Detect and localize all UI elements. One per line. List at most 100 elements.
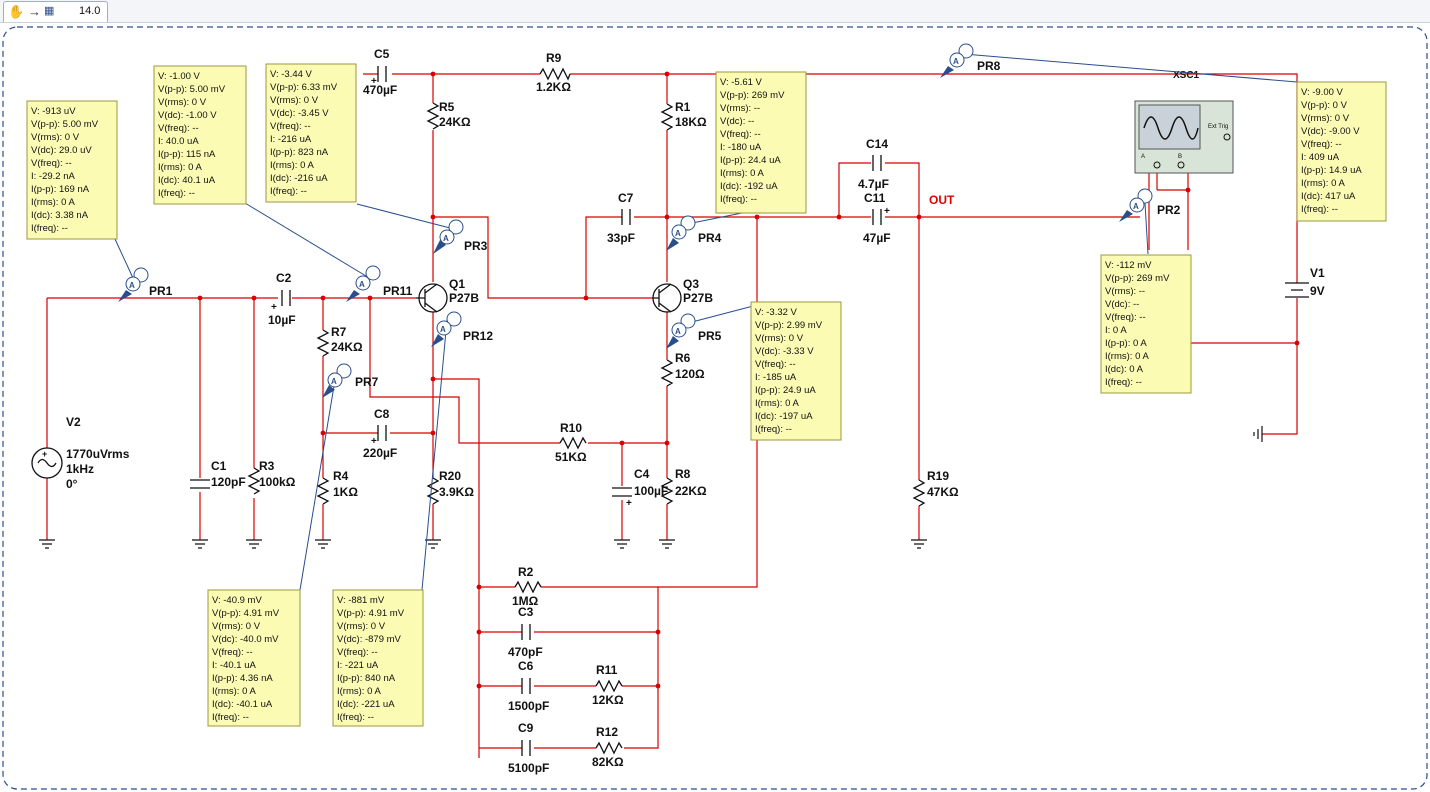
svg-text:I(p-p): 24.4 uA: I(p-p): 24.4 uA (720, 155, 781, 166)
svg-text:V: -9.00 V: V: -9.00 V (1301, 87, 1344, 98)
ground-symbols (39, 426, 1263, 549)
svg-text:I(dc): -216 uA: I(dc): -216 uA (270, 173, 328, 184)
svg-text:A: A (129, 281, 135, 290)
v2-ref: V2 (66, 415, 81, 429)
c5-value: 470µF (363, 83, 397, 97)
svg-text:V: -881 mV: V: -881 mV (337, 595, 385, 606)
probe-icon-pr12: A (431, 311, 462, 347)
probe-readout-pr2: V: -112 mV V(p-p): 269 mV V(rms): -- V(d… (1100, 254, 1192, 394)
c11-value: 47µF (863, 231, 891, 245)
resistor-r6 (660, 359, 674, 387)
q1-ref: Q1 (449, 277, 465, 291)
svg-text:I(rms): 0 A: I(rms): 0 A (337, 686, 381, 697)
svg-text:I(p-p): 840 nA: I(p-p): 840 nA (337, 673, 396, 684)
capacitor-c6 (521, 678, 531, 694)
oscilloscope-xsc1[interactable] (1134, 100, 1234, 174)
capacitor-c7 (621, 209, 631, 225)
svg-text:I(freq): --: I(freq): -- (158, 188, 195, 199)
capacitor-c8 (377, 425, 387, 441)
scope-channel-b-label: B (1178, 154, 1182, 160)
probe-icon-pr3: A (433, 219, 464, 254)
svg-text:I: 0 A: I: 0 A (1105, 325, 1127, 336)
svg-text:V: -913 uV: V: -913 uV (31, 106, 76, 117)
c1-value: 120pF (211, 475, 246, 489)
probe-icon-pr1: A (118, 267, 149, 302)
svg-text:V(freq): --: V(freq): -- (270, 121, 311, 132)
svg-text:V(dc): --: V(dc): -- (720, 116, 754, 127)
svg-text:+: + (884, 206, 890, 217)
svg-text:V(dc): -1.00 V: V(dc): -1.00 V (158, 110, 217, 121)
r9-value: 1.2KΩ (536, 80, 571, 94)
svg-text:V(rms): 0 V: V(rms): 0 V (755, 333, 804, 344)
probe-readout-pr7: V: -40.9 mV V(p-p): 4.91 mV V(rms): 0 V … (207, 589, 301, 727)
svg-text:I(rms): 0 A: I(rms): 0 A (1105, 351, 1149, 362)
svg-text:V(p-p): 269 mV: V(p-p): 269 mV (1105, 273, 1170, 284)
schematic-tab[interactable]: ✋ → ▦ 14.0 (3, 1, 108, 22)
probe-icon-pr5: A (666, 313, 696, 349)
probe-label-pr8: PR8 (977, 59, 1001, 73)
r12-ref: R12 (596, 725, 618, 739)
svg-text:A: A (675, 327, 681, 336)
svg-text:I(dc): -192 uA: I(dc): -192 uA (720, 181, 778, 192)
capacitor-c14 (872, 155, 882, 171)
svg-text:I(freq): --: I(freq): -- (755, 424, 792, 435)
c7-ref: C7 (618, 191, 634, 205)
c9-ref: C9 (518, 721, 534, 735)
q3-ref: Q3 (683, 277, 699, 291)
r20-value: 3.9KΩ (439, 485, 474, 499)
svg-text:V(rms): 0 V: V(rms): 0 V (270, 95, 319, 106)
r4-ref: R4 (333, 469, 349, 483)
svg-text:+: + (271, 302, 277, 313)
r7-ref: R7 (331, 325, 347, 339)
svg-text:I: -216 uA: I: -216 uA (270, 134, 312, 145)
probe-readout-pr8: V: -9.00 V V(p-p): 0 V V(rms): 0 V V(dc)… (1296, 81, 1387, 222)
svg-text:I: 409 uA: I: 409 uA (1301, 152, 1340, 163)
component-labels: C5 470µF R9 1.2KΩ R5 24KΩ R1 18KΩ C14 4.… (42, 47, 1325, 775)
svg-text:I(p-p): 0 A: I(p-p): 0 A (1105, 338, 1147, 349)
svg-text:V(p-p): 2.99 mV: V(p-p): 2.99 mV (755, 320, 823, 331)
svg-text:A: A (675, 229, 681, 238)
r4-value: 1KΩ (333, 485, 358, 499)
svg-text:V(freq): --: V(freq): -- (1301, 139, 1342, 150)
resistor-r11 (595, 679, 623, 693)
c4-ref: C4 (634, 467, 650, 481)
r20-ref: R20 (439, 469, 461, 483)
probe-icon-pr2: A (1119, 188, 1153, 222)
svg-text:V: -3.32 V: V: -3.32 V (755, 307, 798, 318)
resistor-r5 (426, 102, 440, 130)
net-label-out: OUT (929, 193, 955, 207)
c8-value: 220µF (363, 446, 397, 460)
probe-markers[interactable]: A A A A A A A A A (118, 43, 1153, 398)
svg-text:I(rms): 0 A: I(rms): 0 A (270, 160, 314, 171)
svg-text:V(rms): 0 V: V(rms): 0 V (158, 97, 207, 108)
svg-text:I(dc): 417 uA: I(dc): 417 uA (1301, 191, 1356, 202)
probe-readout-pr12: V: -881 mV V(p-p): 4.91 mV V(rms): 0 V V… (332, 589, 424, 727)
c2-value: 10µF (268, 313, 296, 327)
probe-label-pr3: PR3 (464, 239, 488, 253)
c1-ref: C1 (211, 459, 227, 473)
battery-v1 (1285, 282, 1309, 298)
xsc1-label: XSC1 (1173, 70, 1200, 81)
svg-text:I(freq): --: I(freq): -- (31, 223, 68, 234)
svg-text:I(p-p): 169 nA: I(p-p): 169 nA (31, 184, 90, 195)
svg-text:I: -185 uA: I: -185 uA (755, 372, 797, 383)
svg-text:+: + (371, 436, 377, 447)
resistor-r19 (912, 479, 926, 507)
resistor-r20 (426, 477, 440, 505)
probe-readout-pr11: V: -1.00 V V(p-p): 5.00 mV V(rms): 0 V V… (153, 65, 247, 205)
view-icon[interactable]: ▦ (44, 5, 55, 17)
resistor-r7 (316, 329, 330, 357)
probe-readout-pr4: V: -5.61 V V(p-p): 269 mV V(rms): -- V(d… (715, 71, 807, 214)
v2-freq: 1kHz (66, 462, 94, 476)
resistor-r12 (595, 741, 623, 755)
junction-dots (197, 71, 1300, 689)
probe-readout-pr3: V: -3.44 V V(p-p): 6.33 mV V(rms): 0 V V… (265, 63, 357, 203)
r3-value: 100kΩ (259, 475, 296, 489)
r5-ref: R5 (439, 100, 455, 114)
svg-text:I(dc): -221 uA: I(dc): -221 uA (337, 699, 395, 710)
r10-value: 51KΩ (555, 450, 587, 464)
hand-pan-icon[interactable]: ✋ (8, 4, 25, 19)
r8-ref: R8 (675, 467, 691, 481)
svg-text:+: + (626, 498, 632, 509)
